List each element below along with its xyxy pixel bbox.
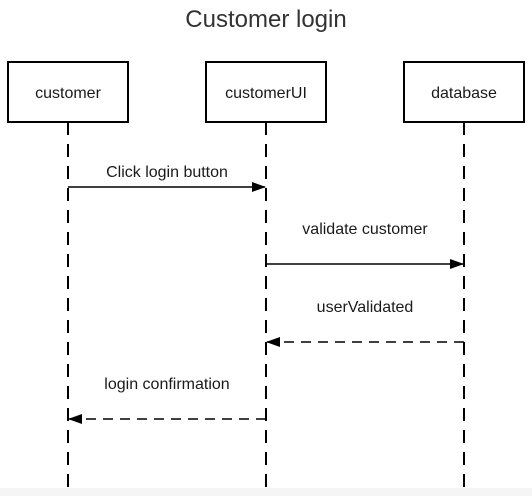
- message-label-3: userValidated: [317, 299, 414, 316]
- participant-label-customerUI: customerUI: [225, 85, 307, 102]
- message-label-1: Click login button: [106, 164, 228, 181]
- message-label-4: login confirmation: [104, 376, 229, 393]
- diagram-title: Customer login: [185, 6, 347, 33]
- participant-label-database: database: [431, 85, 497, 102]
- message-label-2: validate customer: [302, 221, 428, 238]
- participant-box-database[interactable]: [403, 61, 525, 123]
- bottom-strip: [0, 488, 532, 496]
- participant-box-customerUI[interactable]: [205, 61, 327, 123]
- participant-label-customer: customer: [35, 85, 101, 102]
- participant-box-customer[interactable]: [7, 61, 129, 123]
